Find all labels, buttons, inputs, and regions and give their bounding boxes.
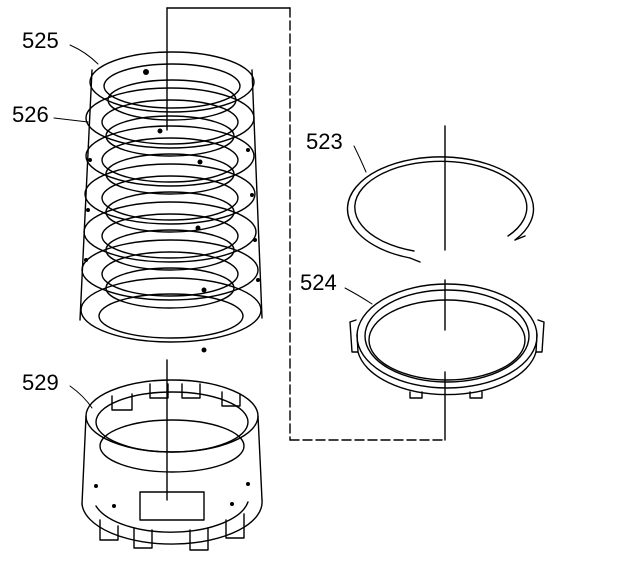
callout-524: 524 [300, 270, 337, 295]
snap-ring [346, 156, 535, 263]
callout-523: 523 [306, 129, 343, 154]
callout-leaders [53, 44, 373, 409]
assembly-path-line [166, 7, 446, 501]
clutch-housing [81, 379, 263, 551]
callout-529: 529 [22, 370, 59, 395]
backing-plate [349, 283, 545, 399]
callout-526: 526 [12, 102, 49, 127]
clutch-plate-stack [79, 51, 263, 353]
callout-525: 525 [22, 28, 59, 53]
